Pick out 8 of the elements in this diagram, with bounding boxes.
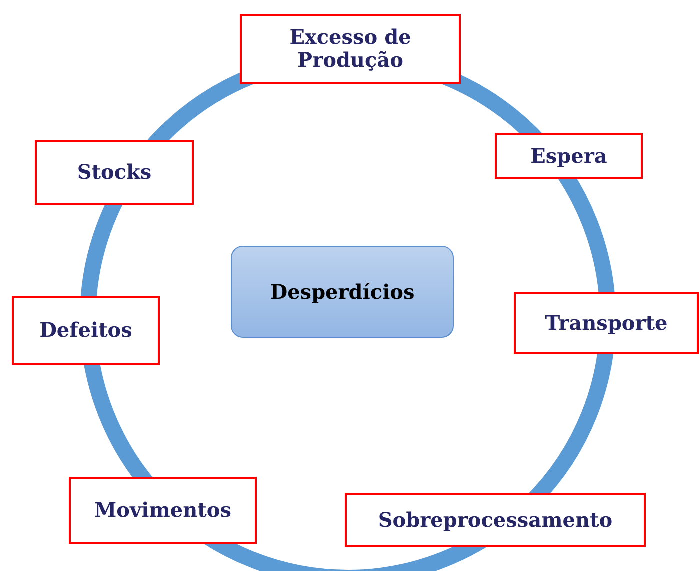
waste-box: Transporte [514, 292, 699, 354]
waste-box: Stocks [35, 140, 194, 205]
center-box: Desperdícios [231, 246, 454, 338]
waste-box: Sobreprocessamento [345, 493, 646, 547]
waste-box: Espera [495, 133, 643, 179]
waste-box: Defeitos [12, 296, 160, 365]
waste-box: Movimentos [69, 477, 257, 544]
waste-box: Excesso de Produção [240, 14, 461, 84]
